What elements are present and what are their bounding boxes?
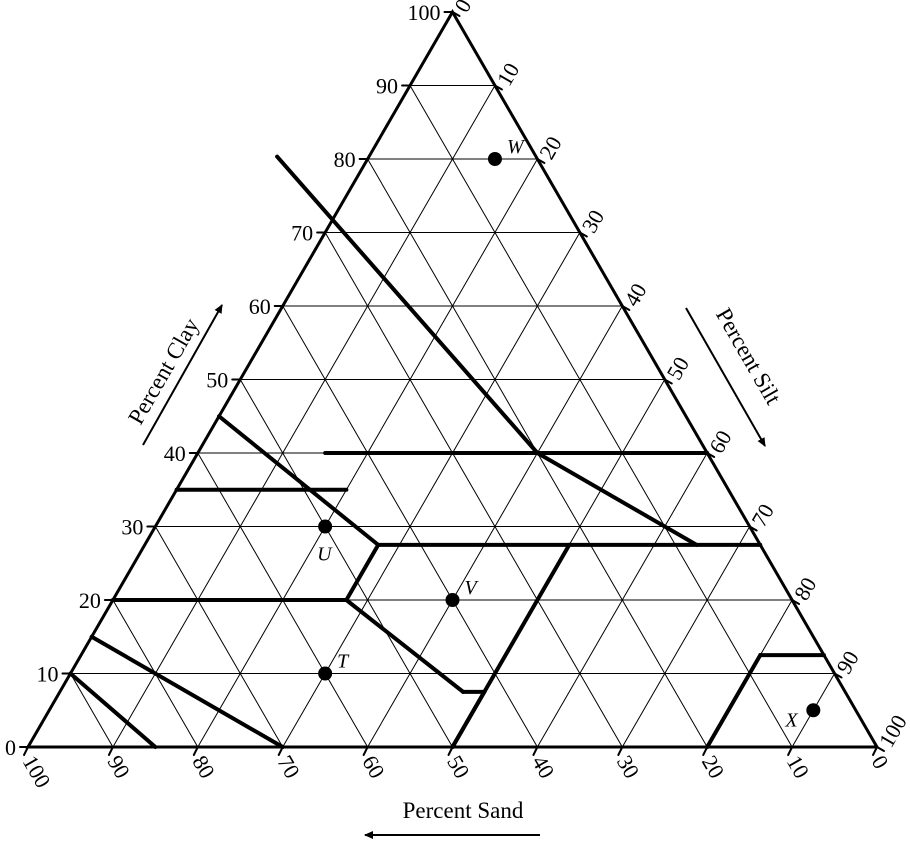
clay-tick-label: 10: [36, 662, 58, 687]
sand-tick-mark: [23, 746, 29, 756]
silt-tick-mark: [493, 84, 503, 91]
silt-axis-title: Percent Silt: [711, 304, 786, 409]
point-label-u: U: [317, 544, 333, 566]
point-label-t: T: [337, 651, 350, 673]
sand-tick-mark: [192, 746, 199, 756]
class-boundary-line: [344, 598, 466, 694]
grid-line-silt: [282, 232, 581, 748]
grid-line-silt: [112, 85, 496, 748]
sand-tick-label: 100: [18, 751, 56, 792]
clay-tick-label: 100: [408, 0, 441, 25]
sand-tick-label: 20: [697, 751, 730, 783]
sample-point-w: [487, 152, 502, 166]
sand-tick-mark: [872, 746, 878, 756]
class-boundary-line: [89, 634, 285, 749]
clay-tick-label: 40: [164, 441, 186, 466]
clay-tick-label: 80: [334, 147, 356, 172]
sand-tick-label: 40: [527, 751, 560, 783]
class-boundary-line: [275, 154, 540, 455]
sand-tick-label: 30: [612, 751, 645, 783]
sand-tick-mark: [362, 746, 369, 756]
grid-line-silt: [621, 526, 751, 748]
sand-axis-title: Percent Sand: [403, 798, 524, 823]
class-boundary-line: [535, 451, 699, 547]
sand-tick-label: 70: [272, 751, 305, 783]
grid-line-sand: [69, 673, 114, 748]
sample-point-t: [318, 666, 333, 681]
sand-tick-mark: [447, 746, 454, 756]
silt-tick-mark: [876, 746, 885, 752]
sand-tick-mark: [617, 746, 624, 756]
clay-axis-title: Percent Clay: [123, 313, 204, 428]
silt-tick-mark: [621, 305, 631, 311]
class-boundary-line: [705, 653, 763, 749]
grid-line-sand: [409, 85, 793, 748]
sample-point-u: [318, 519, 333, 534]
class-boundary-line: [344, 542, 381, 602]
sample-points: W U V T X: [317, 136, 821, 731]
clay-tick-label: 70: [291, 221, 313, 246]
clay-tick-label: 90: [376, 74, 398, 99]
sand-tick-mark: [787, 746, 794, 756]
clay-tick-label: 60: [249, 294, 271, 319]
sand-tick-mark: [532, 746, 539, 756]
clay-tick-label: 50: [206, 368, 228, 393]
sample-point-x: [806, 703, 821, 718]
silt-tick-mark: [578, 231, 588, 238]
point-label-w: W: [507, 136, 526, 158]
sand-tick-label: 90: [103, 751, 136, 783]
class-boundaries: [68, 154, 826, 749]
silt-tick-mark: [451, 11, 461, 17]
grid-line-sand: [324, 232, 623, 748]
clay-tick-label: 0: [5, 735, 16, 760]
sample-point-v: [445, 593, 460, 607]
point-label-v: V: [465, 577, 480, 599]
sand-tick-mark: [702, 746, 709, 756]
clay-axis-arrow: [142, 304, 223, 446]
grid-line-sand: [239, 379, 453, 748]
clay-tick-label: 20: [79, 588, 101, 613]
silt-axis-arrow: [685, 307, 766, 447]
clay-tick-label: 30: [121, 515, 143, 540]
point-label-x: X: [784, 709, 798, 731]
silt-tick-mark: [706, 452, 716, 458]
sand-tick-label: 80: [187, 751, 220, 783]
grid-line-silt: [536, 452, 708, 748]
silt-tick-label: 100: [874, 710, 910, 751]
grid-line-sand: [154, 526, 284, 748]
silt-tick-mark: [791, 599, 801, 605]
sand-tick-label: 0: [867, 751, 894, 773]
silt-tick-mark: [833, 672, 843, 679]
sand-tick-label: 60: [357, 751, 390, 783]
sand-tick-label: 10: [782, 751, 815, 783]
silt-tick-mark: [748, 525, 758, 532]
grid-lines: [69, 85, 836, 748]
sand-tick-mark: [277, 746, 284, 756]
silt-tick-mark: [536, 158, 546, 164]
sand-tick-mark: [107, 746, 114, 756]
silt-tick-mark: [663, 378, 673, 385]
sand-tick-label: 50: [442, 751, 475, 783]
class-boundary-line: [217, 414, 381, 547]
class-boundary-line: [68, 671, 158, 749]
class-boundary-line: [450, 542, 572, 749]
